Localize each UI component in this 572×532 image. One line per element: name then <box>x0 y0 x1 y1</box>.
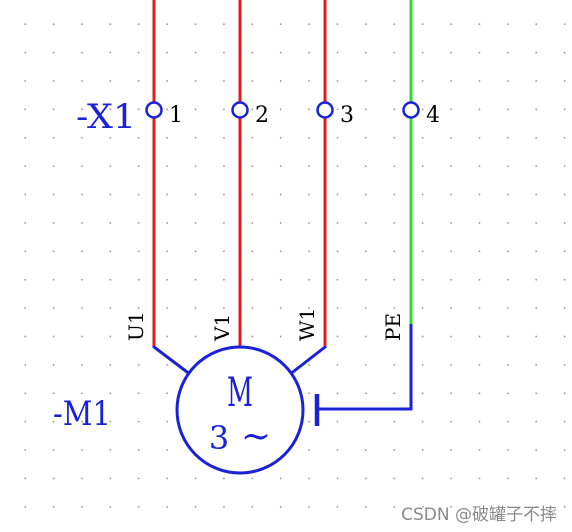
terminal-4-label: 4 <box>426 103 440 128</box>
terminal-1-label: 1 <box>169 103 183 128</box>
motor-symbol[interactable] <box>175 345 305 475</box>
watermark: CSDN @破罐子不摔 <box>401 505 557 525</box>
terminal-1[interactable] <box>145 101 163 119</box>
terminal-strip-designation: -X1 <box>76 97 136 137</box>
terminal-2-label: 2 <box>255 103 269 128</box>
ac-symbol-icon: ~ <box>241 416 271 457</box>
motor-phase-count: 3 <box>209 419 229 457</box>
motor-letter: M <box>227 370 253 416</box>
terminal-3[interactable] <box>316 101 334 119</box>
connection-label-w1: W1 <box>295 308 319 341</box>
pe-conductor <box>318 324 413 411</box>
motor-lead-w1 <box>288 345 327 377</box>
connection-label-pe: PE <box>381 313 405 341</box>
terminal-2[interactable] <box>231 101 249 119</box>
motor-designation: -M1 <box>53 394 111 434</box>
connection-label-u1: U1 <box>124 311 148 341</box>
connection-label-v1: V1 <box>210 314 234 342</box>
terminal-3-label: 3 <box>340 103 354 128</box>
motor-lead-u1 <box>152 345 192 377</box>
terminal-4[interactable] <box>402 101 420 119</box>
